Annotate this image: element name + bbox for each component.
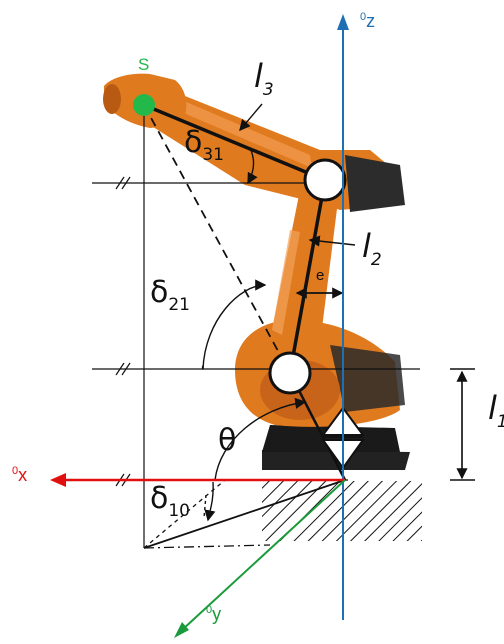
elbow-joint xyxy=(303,158,347,202)
point-s-label: S xyxy=(138,55,150,74)
l3-label: l3 xyxy=(254,57,274,100)
delta31-label: δ31 xyxy=(184,125,224,165)
robot-image xyxy=(103,73,410,470)
y-axis-label: 0y xyxy=(206,604,222,624)
z-axis xyxy=(337,14,349,620)
l1-dimension xyxy=(450,368,475,481)
x-axis xyxy=(50,473,345,487)
x-axis-label: 0x xyxy=(12,465,28,485)
delta10-label: δ10 xyxy=(150,481,190,521)
y-axis xyxy=(174,479,346,638)
shoulder-joint xyxy=(268,351,312,395)
leader-arrows xyxy=(239,103,356,247)
z-axis-label: 0z xyxy=(360,11,376,31)
l1-label: l1 xyxy=(488,389,504,431)
angle-arcs xyxy=(201,147,307,522)
delta21-label: δ21 xyxy=(150,275,190,315)
offset-e-label: e xyxy=(316,267,325,284)
reference-lines xyxy=(92,105,420,548)
l2-label: l2 xyxy=(362,227,382,270)
theta-label: θ xyxy=(218,423,237,458)
point-s-marker xyxy=(133,94,155,116)
